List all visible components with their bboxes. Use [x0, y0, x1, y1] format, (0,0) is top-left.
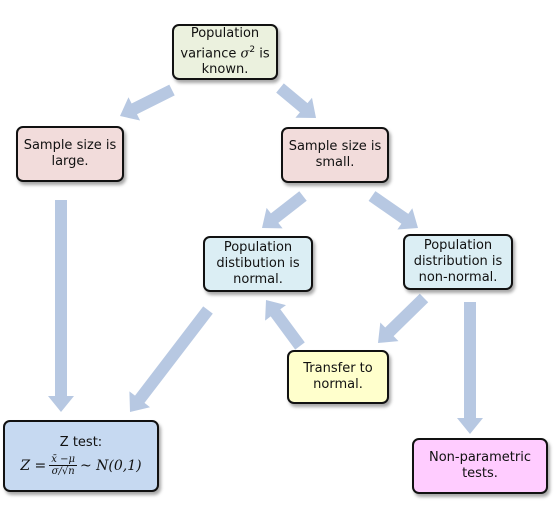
node-distribution-nonnormal-line3: non-normal. — [418, 270, 498, 285]
node-transfer-line2: normal. — [313, 377, 363, 392]
arrow-root-to-large — [120, 84, 175, 121]
arrow-nonnormal-to-transfer — [378, 293, 429, 343]
node-sample-large-line2: large. — [51, 154, 89, 169]
z-formula-denominator: σ/√n — [51, 466, 75, 477]
node-distribution-normal: Population distibution is normal. — [203, 236, 313, 292]
arrow-small-to-nonnormal — [368, 191, 418, 230]
z-formula-fraction: x̄ −μ σ/√n — [49, 454, 77, 477]
node-sample-small-line2: small. — [315, 155, 355, 170]
node-variance-known: Population variance σ2 is known. — [172, 24, 278, 80]
node-variance-known-line3: known. — [201, 62, 249, 78]
arrow-normal-to-ztest — [129, 306, 213, 412]
z-test-title: Z test: — [59, 435, 103, 450]
node-sample-small-line1: Sample size is — [288, 139, 382, 154]
variance-label: variance — [180, 46, 237, 62]
node-z-test: Z test: Z = x̄ −μ σ/√n ~ N(0,1) — [3, 420, 159, 492]
z-test-formula: Z = x̄ −μ σ/√n ~ N(0,1) — [20, 454, 141, 477]
arrow-small-to-normal — [262, 191, 307, 229]
arrow-large-to-ztest — [48, 200, 74, 412]
sigma-symbol: σ — [240, 46, 250, 62]
node-variance-known-line1: Population — [190, 25, 260, 41]
node-variance-known-line2: variance σ2 is — [180, 42, 269, 62]
arrow-transfer-to-normal — [265, 300, 305, 350]
node-transfer-to-normal: Transfer to normal. — [287, 350, 389, 404]
node-distribution-normal-line1: Population — [223, 240, 293, 255]
node-non-parametric-line2: tests. — [462, 466, 498, 481]
node-sample-small: Sample size is small. — [281, 127, 389, 183]
arrow-root-to-small — [276, 83, 316, 118]
node-distribution-normal-line2: distibution is — [216, 256, 300, 271]
node-distribution-nonnormal-line2: distribution is — [413, 254, 503, 269]
arrow-nonnormal-to-nonparam — [457, 302, 483, 434]
z-formula-numerator: x̄ −μ — [49, 454, 77, 466]
node-non-parametric-tests: Non-parametric tests. — [412, 438, 548, 494]
is-label: is — [259, 46, 270, 62]
sigma-exponent: 2 — [249, 44, 256, 55]
node-transfer-line1: Transfer to — [303, 361, 373, 376]
node-distribution-normal-line3: normal. — [233, 272, 283, 287]
node-distribution-nonnormal: Population distribution is non-normal. — [403, 234, 513, 290]
node-sample-large-line1: Sample size is — [23, 138, 117, 153]
arrow-layer — [48, 83, 483, 434]
node-sample-large: Sample size is large. — [16, 126, 124, 182]
z-formula-rhs: ~ N(0,1) — [80, 457, 142, 474]
node-non-parametric-line1: Non-parametric — [428, 450, 531, 465]
node-distribution-nonnormal-line1: Population — [423, 238, 493, 253]
z-formula-lhs: Z = — [20, 457, 47, 474]
